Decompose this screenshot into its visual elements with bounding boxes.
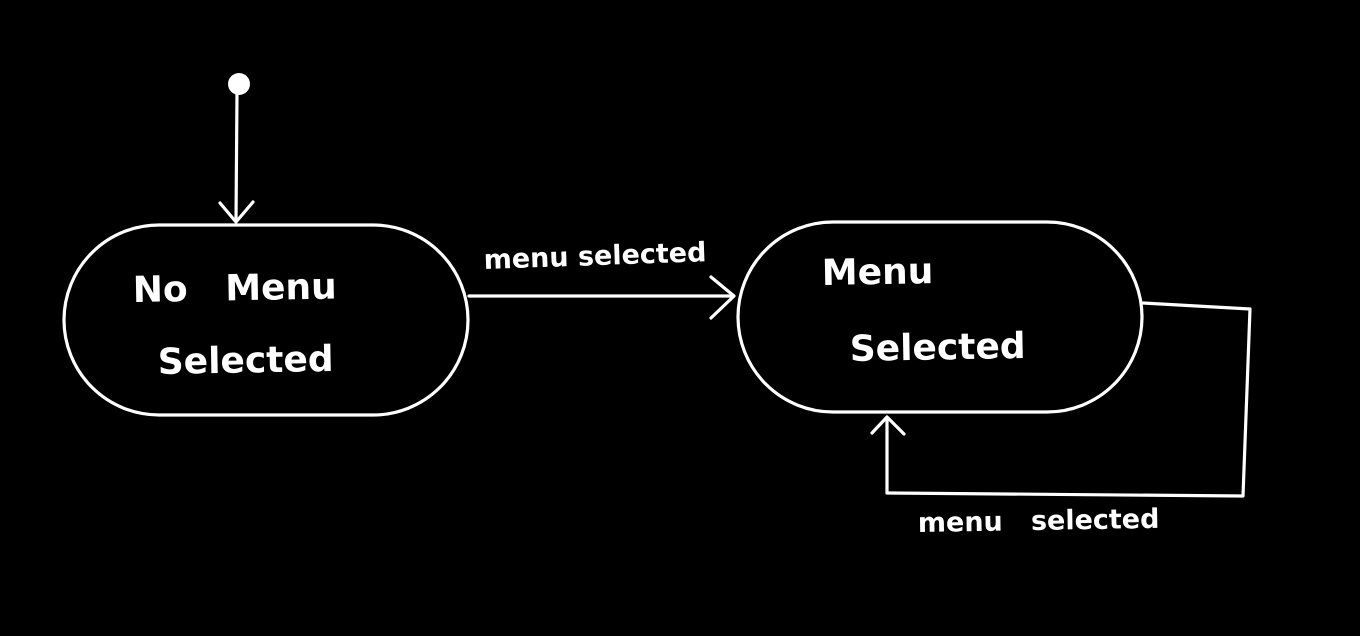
- state-no-menu-selected-label-line2: Selected: [157, 339, 334, 383]
- self-loop-transition-arrow: [870, 301, 1252, 498]
- transition-arrow-menu-selected: [467, 275, 736, 320]
- state-menu-selected: Menu Selected: [736, 220, 1144, 414]
- state-menu-selected-label-line2: Selected: [849, 326, 1026, 370]
- self-loop-transition-label: menu selected: [918, 504, 1160, 539]
- initial-transition-arrow: [218, 90, 255, 224]
- state-menu-selected-label-line1: Menu: [821, 251, 933, 294]
- state-menu-selected-shape: [736, 220, 1144, 414]
- state-no-menu-selected: No Menu Selected: [62, 223, 470, 417]
- initial-state-dot: [228, 73, 250, 95]
- state-no-menu-selected-label-line1: No Menu: [132, 266, 337, 311]
- transition-label-menu-selected: menu selected: [483, 237, 707, 276]
- state-no-menu-selected-shape: [62, 223, 470, 417]
